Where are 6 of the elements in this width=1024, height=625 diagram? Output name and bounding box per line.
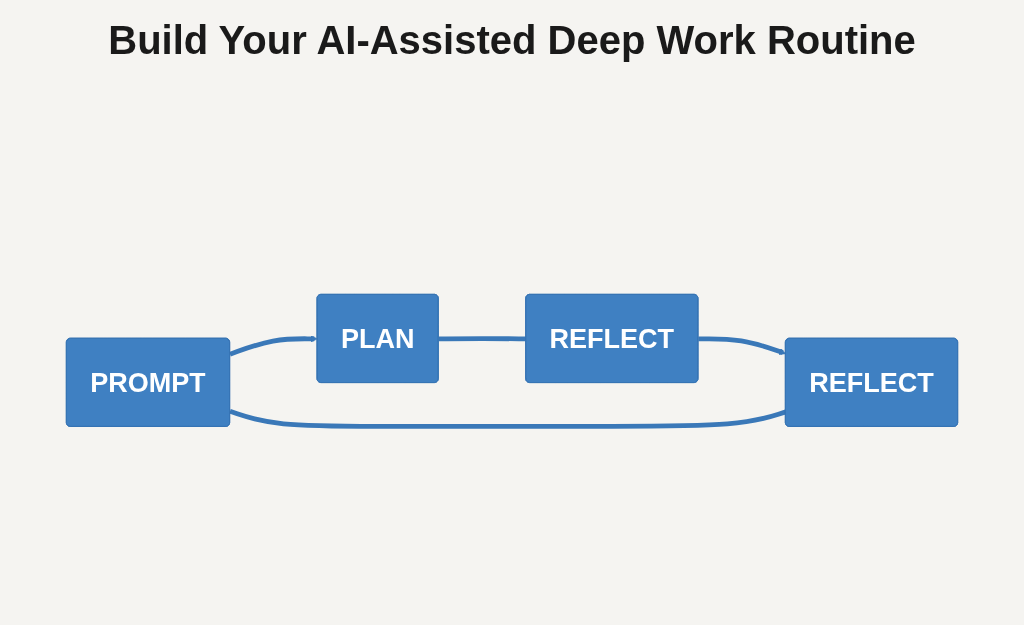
diagram-title: Build Your AI-Assisted Deep Work Routine [107,18,917,63]
arrow [229,334,318,356]
connector [229,408,787,429]
flowchart: PLAN PROMPT REFLECT REFLECT [60,287,964,433]
connector [438,335,527,341]
arrow [698,335,787,355]
